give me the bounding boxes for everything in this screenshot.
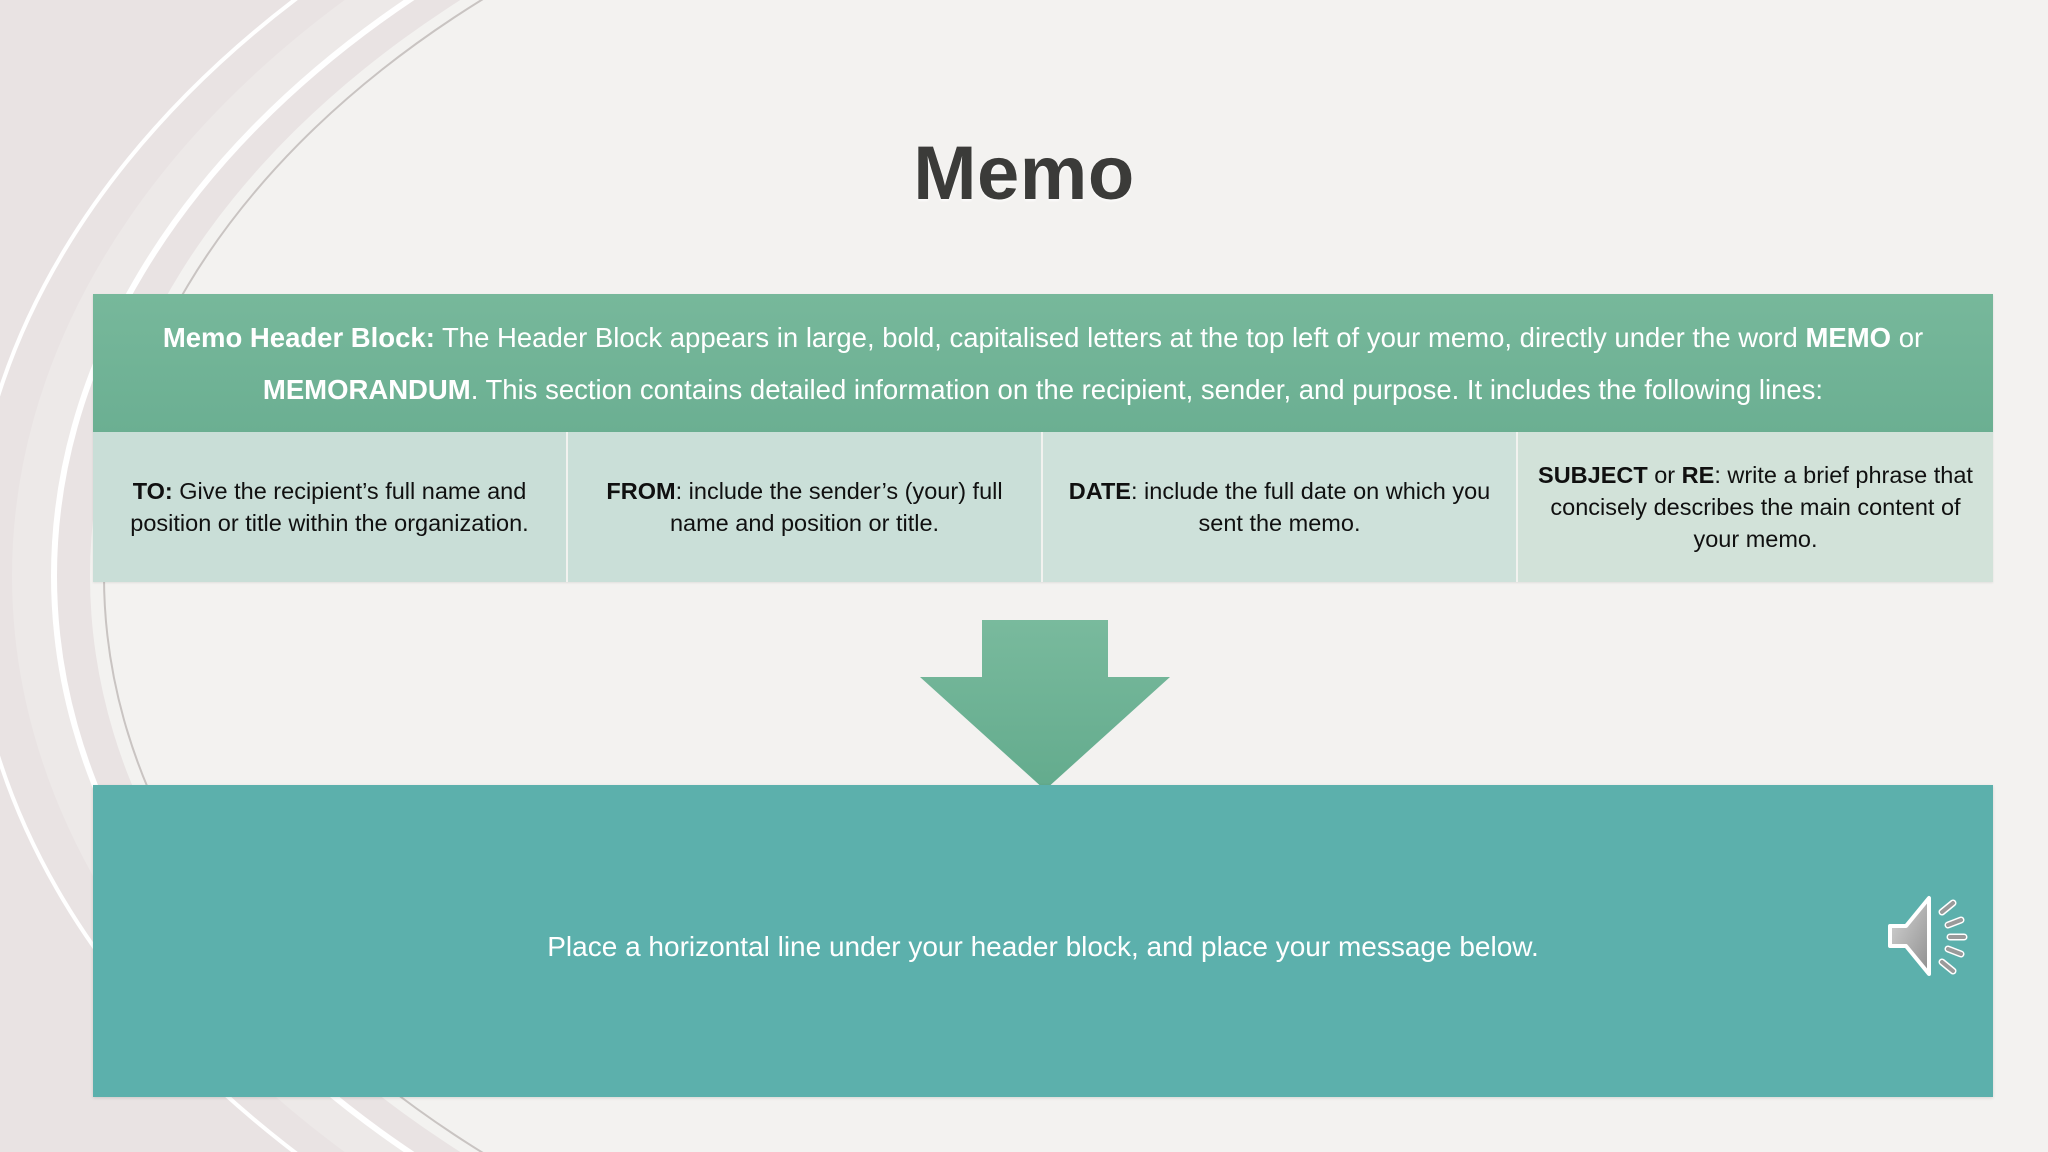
memo-field-from-label: FROM [606,478,676,504]
speaker-icon[interactable] [1884,890,1976,982]
memo-field-to: TO: Give the recipient’s full name and p… [93,432,568,582]
memo-header-block-part2: or [1891,322,1924,353]
memo-keyword-memorandum: MEMORANDUM [262,374,471,405]
down-arrow-icon [920,620,1170,790]
memo-header-block-label: Memo Header Block: [162,322,435,353]
down-arrow-connector [920,620,1170,790]
memo-field-date-text: : include the full date on which you sen… [1130,478,1491,536]
memo-field-re-label: RE [1681,462,1715,488]
memo-field-subject-label: SUBJECT [1538,462,1648,488]
memo-field-from-content: FROM: include the sender’s (your) full n… [584,475,1025,539]
memo-field-from: FROM: include the sender’s (your) full n… [568,432,1043,582]
memo-field-subject-content: SUBJECT or RE: write a brief phrase that… [1534,459,1977,555]
memo-field-from-text: : include the sender’s (your) full name … [669,478,1003,536]
memo-field-subject-mid: or [1647,462,1682,488]
memo-field-to-text: Give the recipient’s full name and posit… [130,478,529,536]
memo-field-to-label: TO: [132,478,173,504]
memo-field-subject-text: : write a brief phrase that concisely de… [1550,462,1973,552]
memo-field-subject: SUBJECT or RE: write a brief phrase that… [1518,432,1993,582]
memo-header-block-part3: . This section contains detailed informa… [470,374,1824,405]
bottom-message-text: Place a horizontal line under your heade… [547,931,1539,962]
memo-header-fields-row: TO: Give the recipient’s full name and p… [93,432,1993,582]
memo-field-date-content: DATE: include the full date on which you… [1059,475,1500,539]
memo-keyword-memo: MEMO [1805,322,1892,353]
bottom-message-block: Place a horizontal line under your heade… [93,785,1993,1097]
memo-header-block-band: Memo Header Block: The Header Block appe… [93,294,1993,432]
memo-field-date-label: DATE [1068,478,1131,504]
smartart-graphic: Memo Header Block: The Header Block appe… [93,294,1993,582]
memo-field-date: DATE: include the full date on which you… [1043,432,1518,582]
memo-header-block-part1: The Header Block appears in large, bold,… [434,322,1806,353]
page-title: Memo [913,131,1135,216]
memo-field-to-content: TO: Give the recipient’s full name and p… [109,475,550,539]
